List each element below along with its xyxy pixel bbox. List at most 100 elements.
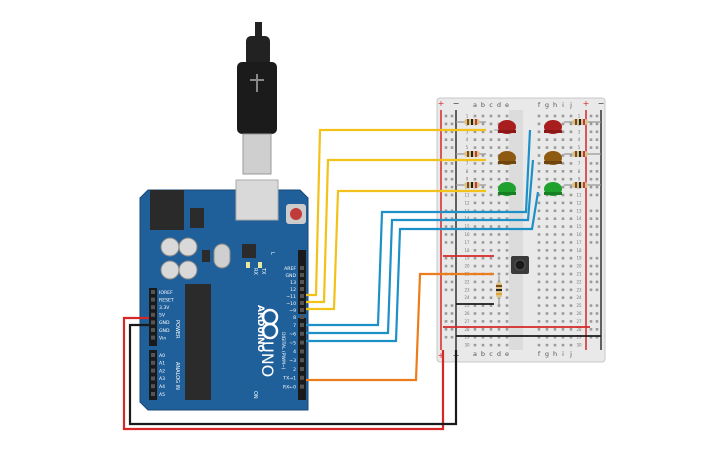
breadboard-hole[interactable]: [561, 296, 565, 299]
breadboard-hole[interactable]: [569, 249, 573, 252]
breadboard-hole[interactable]: [537, 170, 541, 173]
rail-hole[interactable]: [444, 138, 448, 141]
rail-hole[interactable]: [595, 304, 599, 307]
breadboard-hole[interactable]: [497, 138, 501, 141]
rail-hole[interactable]: [589, 209, 593, 213]
rail-hole[interactable]: [595, 138, 599, 141]
breadboard-hole[interactable]: [561, 122, 565, 126]
rail-hole[interactable]: [589, 320, 593, 323]
breadboard-hole[interactable]: [561, 328, 565, 331]
breadboard-hole[interactable]: [489, 264, 493, 268]
breadboard-hole[interactable]: [545, 201, 549, 205]
rail-hole[interactable]: [444, 217, 448, 220]
breadboard-hole[interactable]: [473, 193, 477, 197]
breadboard-hole[interactable]: [561, 241, 565, 244]
breadboard-hole[interactable]: [537, 304, 541, 307]
push-button[interactable]: [511, 256, 529, 274]
breadboard-hole[interactable]: [569, 335, 573, 339]
breadboard-hole[interactable]: [473, 225, 477, 228]
breadboard-hole[interactable]: [489, 256, 493, 260]
rail-hole[interactable]: [595, 328, 599, 331]
breadboard-hole[interactable]: [561, 280, 565, 284]
breadboard-hole[interactable]: [497, 209, 501, 213]
breadboard-hole[interactable]: [561, 335, 565, 339]
breadboard-hole[interactable]: [537, 296, 541, 299]
breadboard-hole[interactable]: [561, 225, 565, 228]
breadboard-hole[interactable]: [545, 209, 549, 213]
digital-pin[interactable]: [300, 294, 304, 298]
red-5v-wire[interactable]: [122, 316, 445, 431]
rail-hole[interactable]: [444, 193, 448, 197]
rail-hole[interactable]: [450, 146, 454, 149]
rail-hole[interactable]: [450, 122, 454, 126]
rail-hole[interactable]: [450, 130, 454, 134]
rail-hole[interactable]: [450, 162, 454, 165]
yellow-wire[interactable]: [306, 189, 486, 311]
rail-hole[interactable]: [444, 304, 448, 307]
breadboard-hole[interactable]: [561, 272, 565, 276]
breadboard-hole[interactable]: [481, 162, 485, 165]
breadboard-hole[interactable]: [489, 162, 493, 165]
digital-pin[interactable]: [300, 273, 304, 277]
rail-hole[interactable]: [589, 217, 593, 220]
breadboard-hole[interactable]: [545, 320, 549, 323]
breadboard-hole[interactable]: [561, 130, 565, 134]
rail-hole[interactable]: [444, 264, 448, 268]
breadboard-hole[interactable]: [497, 264, 501, 268]
digital-pin[interactable]: [300, 301, 304, 305]
rail-hole[interactable]: [595, 217, 599, 220]
rail-hole[interactable]: [589, 138, 593, 141]
breadboard-hole[interactable]: [481, 209, 485, 213]
breadboard-hole[interactable]: [473, 335, 477, 339]
breadboard-hole[interactable]: [537, 177, 541, 181]
breadboard-hole[interactable]: [537, 343, 541, 347]
rail-hole[interactable]: [595, 320, 599, 323]
breadboard-hole[interactable]: [481, 256, 485, 260]
breadboard-hole[interactable]: [537, 193, 541, 197]
breadboard-hole[interactable]: [545, 217, 549, 220]
breadboard-hole[interactable]: [569, 264, 573, 268]
rail-hole[interactable]: [450, 138, 454, 141]
breadboard-hole[interactable]: [561, 162, 565, 165]
digital-pin[interactable]: [300, 358, 304, 363]
breadboard-hole[interactable]: [481, 130, 485, 134]
breadboard-hole[interactable]: [497, 114, 501, 118]
breadboard-hole[interactable]: [497, 335, 501, 339]
breadboard-hole[interactable]: [553, 201, 557, 205]
rail-hole[interactable]: [595, 193, 599, 197]
breadboard-hole[interactable]: [561, 217, 565, 220]
breadboard-hole[interactable]: [481, 296, 485, 299]
breadboard-hole[interactable]: [505, 304, 509, 307]
digital-pin[interactable]: [300, 287, 304, 291]
breadboard-hole[interactable]: [489, 288, 493, 292]
breadboard-hole[interactable]: [537, 320, 541, 323]
breadboard-hole[interactable]: [481, 193, 485, 197]
breadboard-hole[interactable]: [561, 138, 565, 141]
breadboard-hole[interactable]: [481, 217, 485, 220]
breadboard-hole[interactable]: [505, 280, 509, 284]
rail-hole[interactable]: [444, 162, 448, 165]
breadboard-hole[interactable]: [489, 217, 493, 220]
rail-hole[interactable]: [595, 335, 599, 339]
breadboard-hole[interactable]: [497, 225, 501, 228]
rail-hole[interactable]: [450, 217, 454, 220]
breadboard-hole[interactable]: [537, 209, 541, 213]
breadboard-hole[interactable]: [481, 328, 485, 331]
rail-hole[interactable]: [450, 193, 454, 197]
breadboard-hole[interactable]: [481, 233, 485, 236]
breadboard-hole[interactable]: [497, 233, 501, 236]
breadboard-hole[interactable]: [473, 233, 477, 236]
rail-hole[interactable]: [589, 233, 593, 236]
breadboard-hole[interactable]: [537, 225, 541, 228]
breadboard-hole[interactable]: [481, 241, 485, 244]
rail-hole[interactable]: [450, 280, 454, 284]
rail-hole[interactable]: [589, 146, 593, 149]
power-pin[interactable]: [151, 297, 155, 302]
rail-hole[interactable]: [595, 130, 599, 134]
rail-hole[interactable]: [595, 288, 599, 292]
breadboard-hole[interactable]: [561, 170, 565, 173]
breadboard-hole[interactable]: [545, 264, 549, 268]
breadboard-hole[interactable]: [545, 312, 549, 315]
breadboard-hole[interactable]: [537, 138, 541, 141]
breadboard-hole[interactable]: [489, 249, 493, 252]
